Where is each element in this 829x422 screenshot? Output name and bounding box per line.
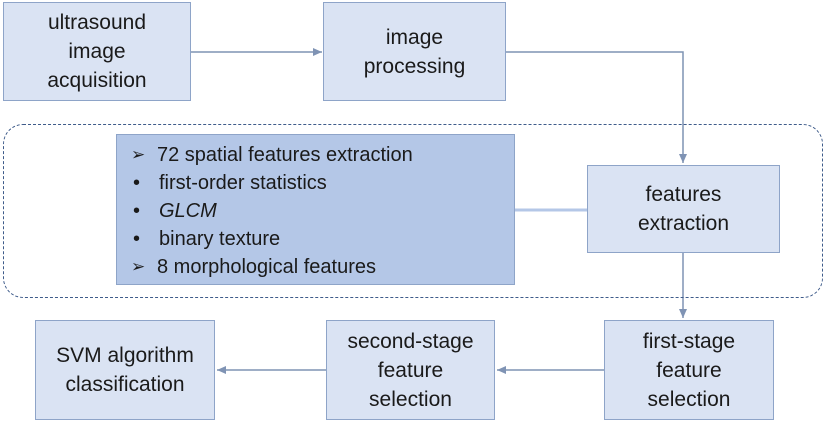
node-features-extraction: features extraction xyxy=(587,165,780,253)
features-list-item: ➢ 72 spatial features extraction xyxy=(131,141,514,169)
node-ultrasound-image-acquisition: ultrasound image acquisition xyxy=(3,2,191,101)
features-list-item: • GLCM xyxy=(131,197,514,225)
features-list-panel: ➢ 72 spatial features extraction • first… xyxy=(116,134,515,285)
features-list-item-text: GLCM xyxy=(159,199,217,222)
arrow-bullet-icon: ➢ xyxy=(131,257,146,276)
node-first-stage-feature-selection: first-stage feature selection xyxy=(604,320,774,420)
node-image-processing: image processing xyxy=(323,2,506,101)
dot-bullet-icon: • xyxy=(133,227,141,250)
node-second-stage-feature-selection: second-stage feature selection xyxy=(326,320,495,420)
arrow-processing-to-extraction xyxy=(506,51,687,163)
dot-bullet-icon: • xyxy=(133,199,141,222)
features-list-item: ➢ 8 morphological features xyxy=(131,253,514,281)
node-svm-classification: SVM algorithm classification xyxy=(35,320,215,420)
features-list-item-text: 8 morphological features xyxy=(157,255,377,278)
dot-bullet-icon: • xyxy=(133,171,141,194)
features-list-item-text: 72 spatial features extraction xyxy=(157,143,413,166)
features-list-item: • first-order statistics xyxy=(131,169,514,197)
features-list-item-text: first-order statistics xyxy=(159,171,327,194)
arrow-bullet-icon: ➢ xyxy=(131,145,146,164)
features-list-item: • binary texture xyxy=(131,225,514,253)
feature-extraction-group-border xyxy=(3,124,823,298)
features-list-item-text: binary texture xyxy=(159,227,281,250)
